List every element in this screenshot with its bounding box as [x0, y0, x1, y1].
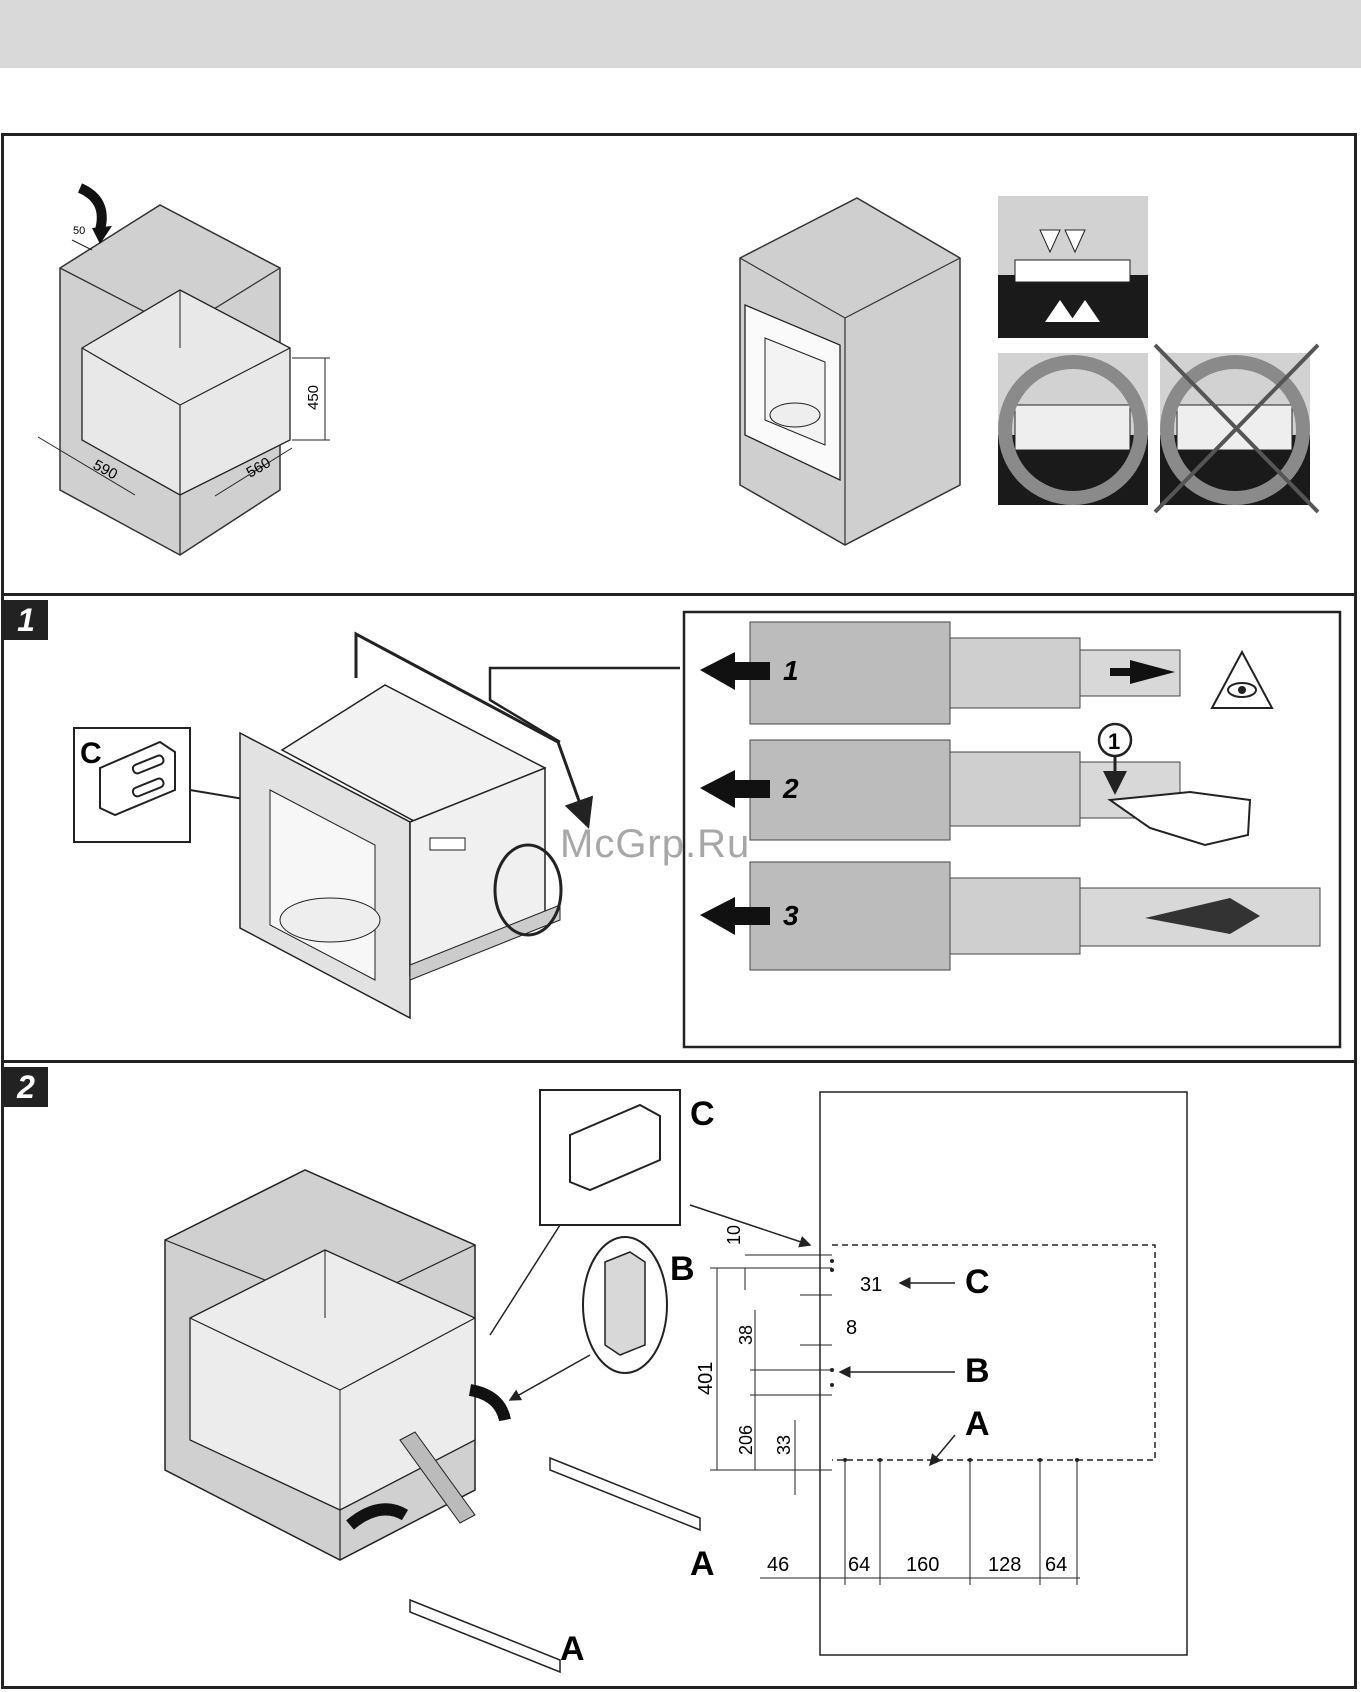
dim-notch: 50	[73, 225, 85, 237]
label-a-right: A	[690, 1545, 715, 1583]
bracket-c-label: C	[80, 737, 102, 770]
callout-c: C	[965, 1263, 990, 1301]
bracket-c-detail	[540, 1090, 680, 1225]
rail-step-3-label: 3	[783, 900, 799, 931]
dim-64-b: 64	[1045, 1554, 1067, 1576]
level-wrong-icon	[1155, 345, 1318, 512]
label-c: C	[690, 1095, 715, 1133]
dim-31: 31	[860, 1274, 882, 1296]
dim-64-a: 64	[848, 1554, 870, 1576]
level-ok-icon	[998, 353, 1148, 505]
callout-b: B	[965, 1352, 990, 1390]
rail-step-1-label: 1	[783, 655, 799, 686]
oven-in-cabinet-drawing	[740, 198, 960, 545]
dim-8: 8	[846, 1317, 857, 1339]
watermark: McGrp.Ru	[560, 822, 750, 867]
rail-step-2-label: 2	[782, 773, 799, 804]
oven-with-rails-drawing	[240, 685, 561, 1018]
dim-160: 160	[906, 1554, 939, 1576]
dim-46: 46	[767, 1554, 789, 1576]
arrow-icon	[80, 188, 102, 230]
callout-a: A	[965, 1405, 990, 1443]
label-b: B	[670, 1250, 695, 1288]
cabinet-dimension-drawing: 590 560 450 50	[38, 188, 330, 555]
dim-height: 450	[305, 385, 322, 410]
dim-38: 38	[736, 1325, 756, 1345]
press-marker: 1	[1108, 729, 1120, 754]
dim-206: 206	[736, 1425, 756, 1455]
dim-33: 33	[774, 1435, 794, 1455]
bracket-b-detail	[583, 1237, 667, 1373]
dim-10: 10	[724, 1225, 744, 1245]
level-diagram	[998, 196, 1148, 338]
dim-128: 128	[988, 1554, 1021, 1576]
dim-401: 401	[695, 1362, 717, 1395]
label-a-left: A	[560, 1630, 585, 1668]
